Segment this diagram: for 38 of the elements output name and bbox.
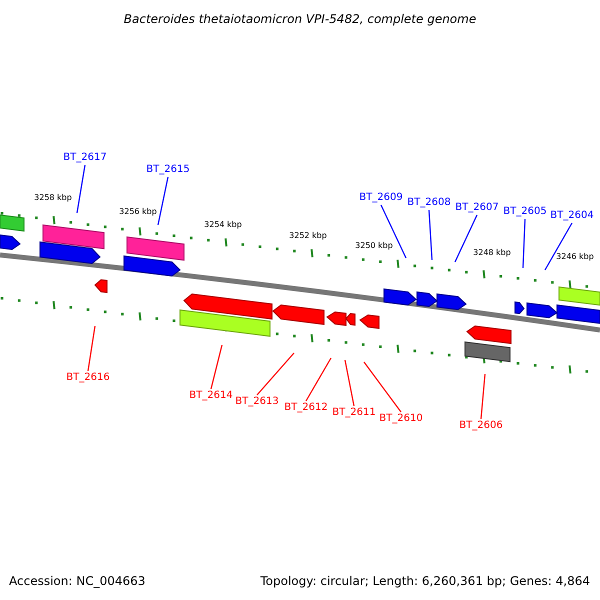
gene-label: BT_2615	[146, 164, 190, 176]
position-label: 3246 kbp	[556, 252, 594, 262]
leader-line	[157, 176, 169, 226]
leader-line	[380, 204, 407, 258]
position-label: 3258 kbp	[34, 193, 72, 203]
genome-summary-note: Topology: circular; Length: 6,260,361 bp; Genes: 4,864	[260, 574, 590, 588]
leader-line	[344, 360, 355, 406]
leader-line	[480, 374, 486, 420]
gene-label: BT_2609	[359, 192, 403, 204]
leader-line	[87, 326, 96, 372]
gene-label: BT_2611	[332, 407, 376, 419]
leader-line	[522, 218, 526, 268]
leader-line	[76, 164, 86, 214]
position-label: 3254 kbp	[204, 220, 242, 230]
position-label: 3250 kbp	[355, 241, 393, 251]
gene-label: BT_2614	[189, 390, 233, 402]
position-label: 3252 kbp	[289, 231, 327, 241]
position-label: 3248 kbp	[473, 248, 511, 258]
gene-label: BT_2612	[284, 402, 328, 414]
gene-label: BT_2616	[66, 372, 110, 384]
gene-label: BT_2606	[459, 420, 503, 432]
leader-line	[364, 362, 402, 412]
gene-label: BT_2605	[503, 206, 547, 218]
leader-line	[428, 210, 433, 260]
gene-label: BT_2610	[379, 413, 423, 425]
gene-label: BT_2607	[455, 202, 499, 214]
leader-line	[305, 358, 332, 402]
accession-note: Accession: NC_004663	[9, 574, 146, 588]
gene-label: BT_2604	[550, 210, 594, 222]
title: Bacteroides thetaiotaomicron VPI-5482, complete genome	[122, 11, 478, 28]
leader-line	[210, 344, 223, 390]
leader-line	[256, 352, 294, 396]
gene-label: BT_2613	[235, 396, 279, 408]
leader-line	[544, 222, 573, 270]
gene-label: BT_2617	[63, 152, 107, 164]
leader-line	[454, 214, 478, 262]
position-label: 3256 kbp	[119, 207, 157, 217]
gene-label: BT_2608	[407, 197, 451, 209]
